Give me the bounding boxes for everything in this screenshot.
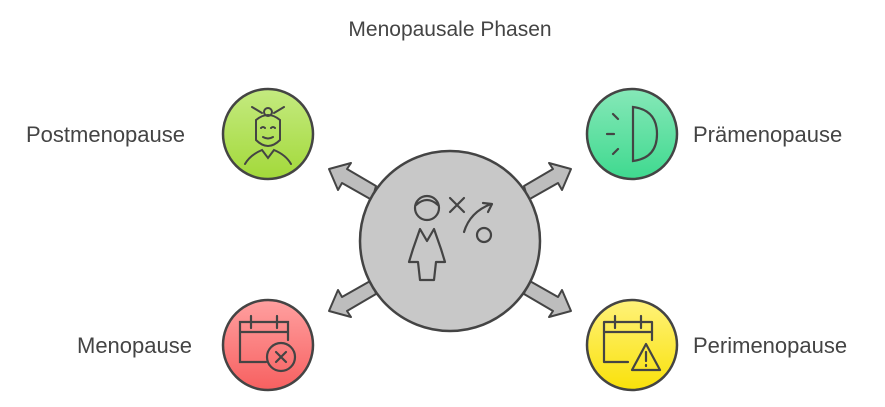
arrow-to-perimenopause <box>523 279 572 318</box>
phase-node-praemenopause <box>585 87 679 181</box>
arrow-to-postmenopause <box>328 162 377 201</box>
diagram-title: Menopausale Phasen <box>348 18 552 41</box>
calendar-x-icon <box>238 314 297 373</box>
label-menopause: Menopause <box>77 333 192 358</box>
phase-node-postmenopause <box>221 87 315 181</box>
phase-node-perimenopause <box>585 298 679 392</box>
half-moon-icon <box>605 105 659 163</box>
label-praemenopause: Prämenopause <box>693 122 843 147</box>
calendar-warning-icon <box>602 314 662 372</box>
phase-node-menopause <box>221 298 315 392</box>
arrow-to-praemenopause <box>523 162 572 201</box>
center-node <box>358 149 542 333</box>
arrow-to-menopause <box>328 279 377 318</box>
label-perimenopause: Perimenopause <box>693 333 848 358</box>
woman-avatar-icon <box>244 106 292 165</box>
woman-choice-icon <box>407 194 494 282</box>
label-postmenopause: Postmenopause <box>26 122 185 147</box>
